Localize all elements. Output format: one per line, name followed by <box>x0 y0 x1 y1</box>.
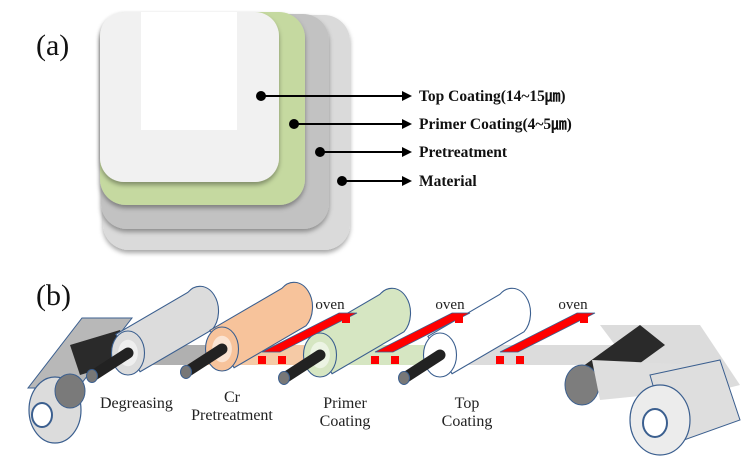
oven-leg <box>391 356 399 364</box>
oven-leg <box>278 356 286 364</box>
shaft-end <box>278 371 290 385</box>
roller-primer-coating <box>278 287 412 385</box>
oven-leg <box>258 356 266 364</box>
oven-1 <box>258 312 358 364</box>
layer-stack <box>100 12 350 250</box>
roller-cr-pretreatment <box>180 281 314 379</box>
panel-b-label: (b) <box>36 279 71 312</box>
roller-shaft <box>88 347 134 381</box>
roller-shaft <box>182 343 228 377</box>
ovens <box>258 312 596 364</box>
shaft-end <box>398 371 410 385</box>
oven-label-2: oven <box>435 297 465 313</box>
leader-top-coating <box>256 91 412 101</box>
step-label-top: Top <box>455 395 480 412</box>
oven-label-3: oven <box>558 297 588 313</box>
oven-leg <box>580 315 588 323</box>
oven-plate <box>499 312 596 353</box>
step-label-cr: Cr <box>224 389 241 406</box>
step-label-primer: Primer <box>323 395 367 412</box>
oven-leg <box>371 356 379 364</box>
leader-lines <box>256 91 412 186</box>
uncoiler-roll <box>26 317 134 444</box>
shaft-end <box>180 365 192 379</box>
roller-shaft <box>280 349 326 383</box>
roller-top-coating <box>398 287 532 385</box>
recoiler <box>564 325 741 456</box>
leader-material <box>337 176 412 186</box>
cutaway-notch <box>141 12 237 130</box>
label-top-coating: Top Coating(14~15㎛) <box>419 88 566 106</box>
panel-a-label: (a) <box>36 29 69 62</box>
leader-primer <box>289 119 412 129</box>
leader-pretreatment <box>315 147 412 157</box>
label-pretreatment: Pretreatment <box>419 144 508 161</box>
roller-shaft <box>400 349 446 383</box>
process-rollers <box>86 281 532 385</box>
step-label-top-coating: Coating <box>442 413 493 430</box>
oven-plate <box>261 312 358 353</box>
step-label-pretreatment: Pretreatment <box>191 407 273 424</box>
oven-leg <box>342 315 350 323</box>
roller-degreasing <box>86 285 220 383</box>
label-primer-coating: Primer Coating(4~5㎛) <box>419 116 572 134</box>
oven-plate <box>374 312 471 353</box>
shaft-end <box>86 369 98 383</box>
oven-label-1: oven <box>315 297 345 313</box>
oven-3 <box>496 312 596 364</box>
oven-leg <box>455 315 463 323</box>
oven-leg <box>516 356 524 364</box>
oven-2 <box>371 312 471 364</box>
oven-leg <box>496 356 504 364</box>
step-label-primer-coating: Coating <box>320 413 371 430</box>
step-label-degreasing: Degreasing <box>100 395 173 412</box>
label-material: Material <box>419 173 477 190</box>
